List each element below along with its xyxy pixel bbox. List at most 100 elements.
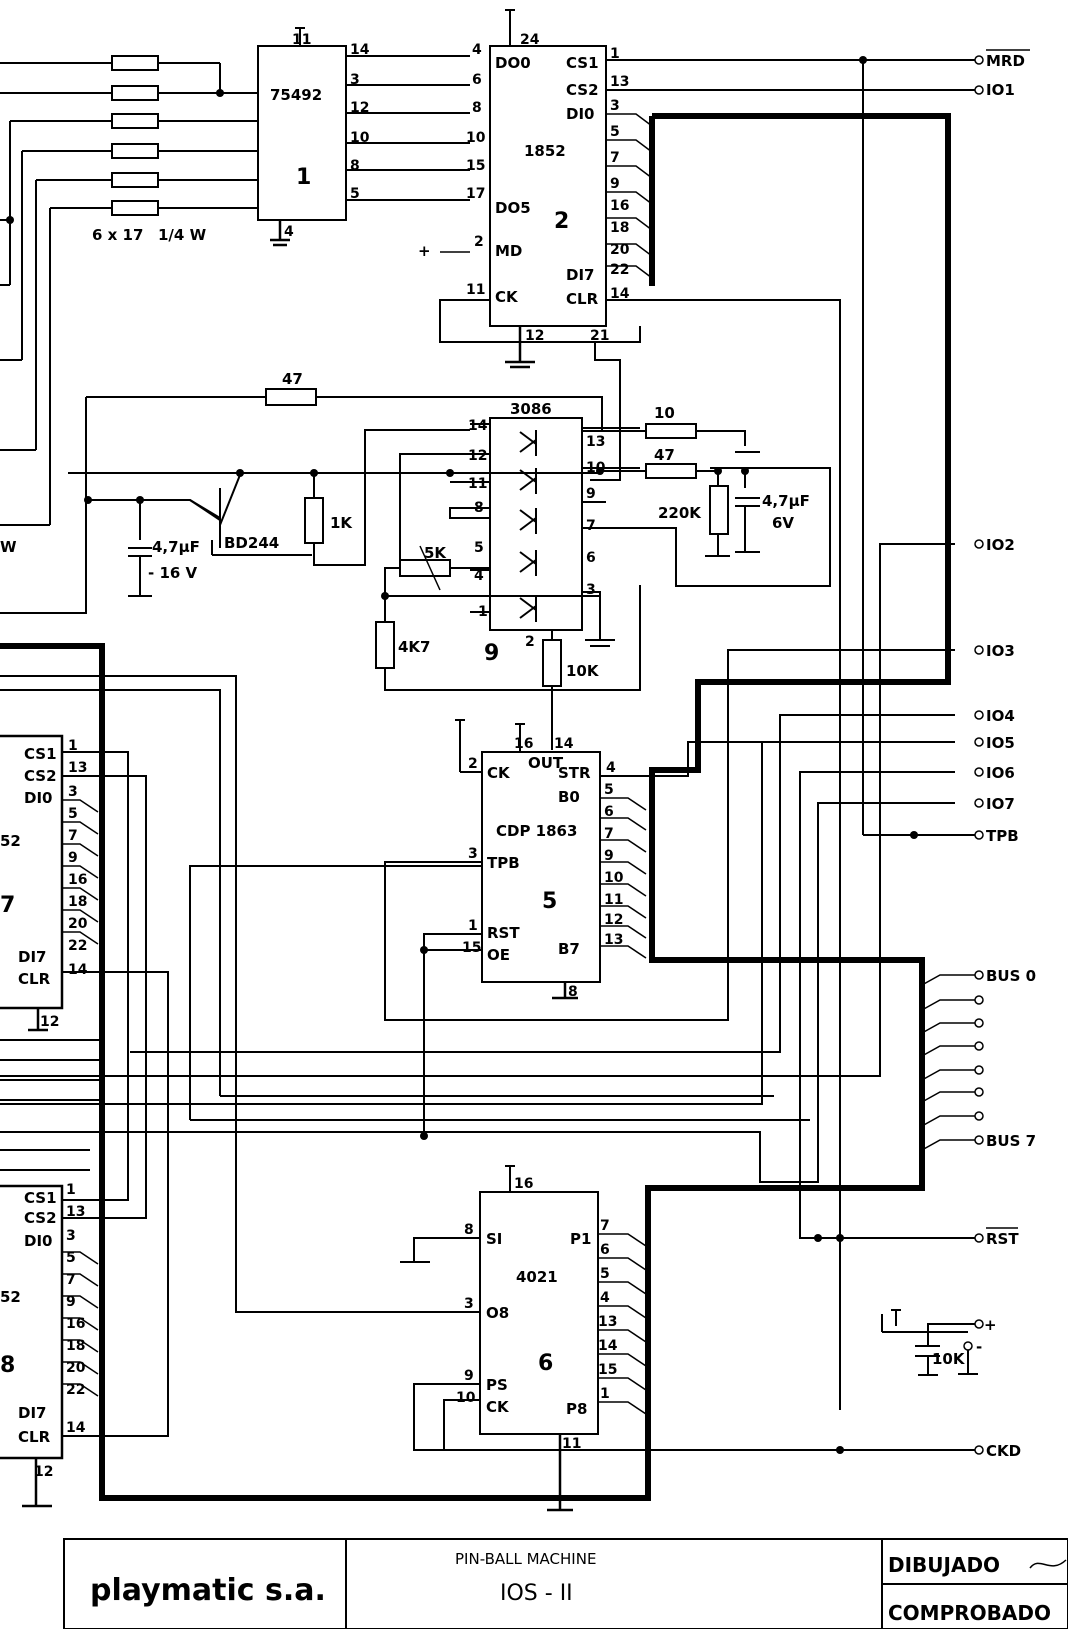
chip-7-num: 7 <box>0 893 15 918</box>
pin: 6 <box>604 804 614 820</box>
pin: 1 <box>66 1182 76 1198</box>
pin: 13 <box>586 434 605 450</box>
signal-bus7: BUS 7 <box>986 1132 1036 1150</box>
label-clr: CLR <box>18 970 51 988</box>
resistor-220k: 220K <box>658 504 702 522</box>
signal-minus: - <box>976 1338 982 1356</box>
label-ck: CK <box>487 764 511 782</box>
cap-4u7-volt: 6V <box>772 514 794 532</box>
edge-w-label: W <box>0 538 17 556</box>
pin: 10 <box>604 870 624 886</box>
pin: 3 <box>586 582 596 598</box>
pin: 16 <box>68 872 87 888</box>
chip-75492-type: 75492 <box>270 86 322 104</box>
signal-io7: IO7 <box>986 795 1015 813</box>
pin: 14 <box>350 42 370 58</box>
pin: 20 <box>610 242 630 258</box>
pin: 13 <box>598 1314 617 1330</box>
pin: 21 <box>590 328 609 344</box>
chip-4021-num: 6 <box>538 1351 553 1376</box>
pin: 7 <box>610 150 620 166</box>
pin: 4 <box>472 42 482 58</box>
pin: 8 <box>474 500 484 516</box>
pin: 12 <box>34 1464 53 1480</box>
signal-io2: IO2 <box>986 536 1015 554</box>
transistor-bd244: BD244 <box>224 534 279 552</box>
pin: 5 <box>604 782 614 798</box>
label-p8: P8 <box>566 1400 587 1418</box>
signal-tpb: TPB <box>986 827 1019 845</box>
label-ck: CK <box>486 1398 510 1416</box>
label-p1: P1 <box>570 1230 591 1248</box>
resistor-1k: 1K <box>330 514 353 532</box>
pin: 12 <box>525 328 544 344</box>
label-b7: B7 <box>558 940 580 958</box>
label-out: OUT <box>528 754 564 772</box>
product-name: PIN-BALL MACHINE <box>455 1550 596 1568</box>
label-di0: DI0 <box>566 105 594 123</box>
pin: 22 <box>610 262 629 278</box>
label-cs1: CS1 <box>566 54 599 72</box>
pin: 3 <box>468 846 478 862</box>
pin: 9 <box>610 176 620 192</box>
chip-8-partial: 52 <box>0 1288 21 1306</box>
pin: 4 <box>474 568 484 584</box>
pin: 5 <box>600 1266 610 1282</box>
chip-75492-body <box>257 45 347 221</box>
pin: 4 <box>600 1290 610 1306</box>
cap-10k-label: 10K <box>932 1350 966 1368</box>
label-clr: CLR <box>566 290 599 308</box>
pin: 5 <box>66 1250 76 1266</box>
pin: 5 <box>350 186 360 202</box>
chip-1852-body <box>489 45 607 327</box>
label-tpb: TPB <box>487 854 520 872</box>
chip-1852-type: 1852 <box>524 142 566 160</box>
label-str: STR <box>558 764 591 782</box>
title-block-frame <box>63 1538 1068 1629</box>
pin: 5 <box>68 806 78 822</box>
pin: 6 <box>586 550 596 566</box>
pin: 9 <box>604 848 614 864</box>
signal-io6: IO6 <box>986 764 1015 782</box>
junctions <box>6 56 918 1454</box>
pin: 3 <box>464 1296 474 1312</box>
signal-io3: IO3 <box>986 642 1015 660</box>
signal-io1: IO1 <box>986 81 1015 99</box>
label-b0: B0 <box>558 788 580 806</box>
pin: 1 <box>610 46 620 62</box>
pin: 10 <box>456 1390 476 1406</box>
pin: 4 <box>284 224 294 240</box>
signal-io4: IO4 <box>986 707 1015 725</box>
signal-mrd: MRD <box>986 52 1025 70</box>
checked-by-label: COMPROBADO <box>888 1601 1051 1625</box>
pin: 8 <box>568 984 578 1000</box>
pin: 11 <box>562 1436 581 1452</box>
pin: 10 <box>586 460 606 476</box>
pin: 11 <box>468 476 487 492</box>
pin: 12 <box>468 448 487 464</box>
label-cs1: CS1 <box>24 1189 57 1207</box>
label-cs1: CS1 <box>24 745 57 763</box>
label-di0: DI0 <box>24 1232 52 1250</box>
chip-3086-type: 3086 <box>510 400 552 418</box>
chip-3086-body <box>489 417 583 631</box>
pin: 7 <box>586 518 596 534</box>
label-ck: CK <box>495 288 519 306</box>
company-name: playmatic s.a. <box>90 1573 326 1608</box>
pin: 7 <box>66 1272 76 1288</box>
pin: 8 <box>350 158 360 174</box>
pin: 10 <box>350 130 370 146</box>
pin: 4 <box>606 760 616 776</box>
drawn-by-label: DIBUJADO <box>888 1553 1000 1577</box>
pin: 20 <box>68 916 88 932</box>
pin: 24 <box>520 32 540 48</box>
pot-5k: 5K <box>424 544 447 562</box>
pin: 16 <box>514 736 533 752</box>
terminals <box>963 55 984 1455</box>
pin: 18 <box>610 220 629 236</box>
pin: 13 <box>66 1204 85 1220</box>
pin: 9 <box>464 1368 474 1384</box>
label-md: MD <box>495 242 522 260</box>
pin: 12 <box>350 100 369 116</box>
pin: 15 <box>466 158 485 174</box>
